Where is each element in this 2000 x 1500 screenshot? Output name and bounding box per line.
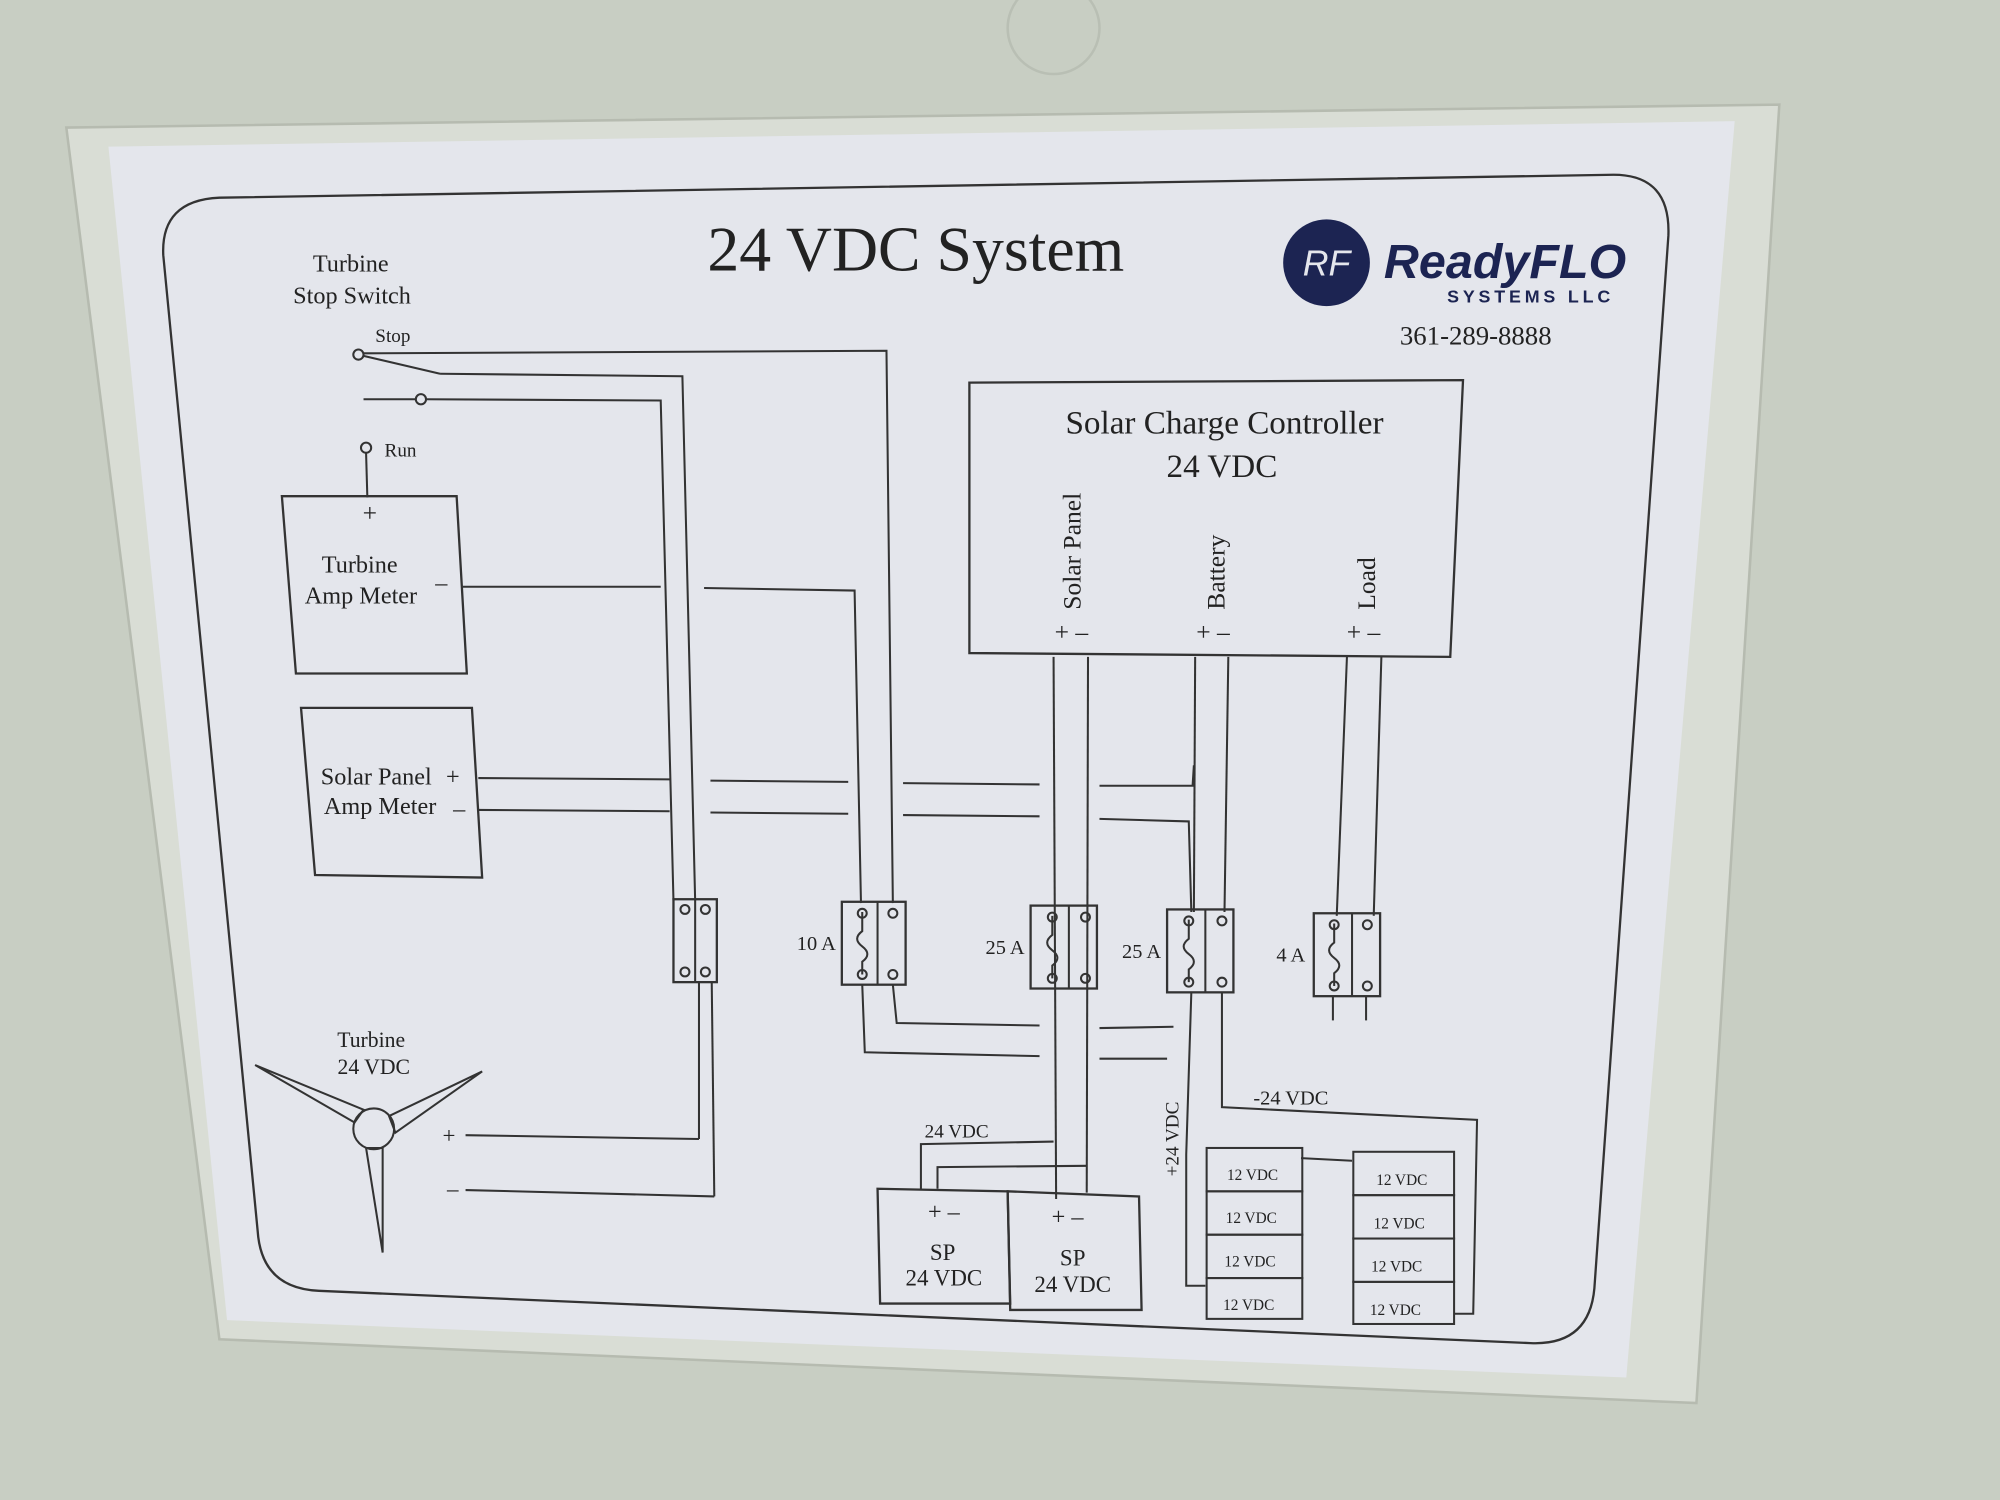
wire-turbine-minus xyxy=(465,1189,715,1198)
paper-sheet xyxy=(108,121,1735,1378)
diagram-title: 24 VDC System xyxy=(707,213,1124,284)
turbine-plus: + xyxy=(443,1123,456,1148)
sp1-name: SP xyxy=(930,1240,956,1265)
diagram-border xyxy=(162,173,1670,1345)
turbine-meter-label-1: Turbine xyxy=(322,552,398,579)
fuse-10a xyxy=(840,900,907,986)
logo-brand: ReadyFLO xyxy=(1384,235,1626,289)
turbine-meter-plus: + xyxy=(363,499,377,528)
battery-cell-label: 12 VDC xyxy=(1226,1210,1277,1227)
fuse-4a xyxy=(1312,912,1382,1021)
sp2-name: SP xyxy=(1060,1245,1086,1270)
terminal-battery-pm: + – xyxy=(1196,617,1230,646)
battery-cell-label: 12 VDC xyxy=(1223,1297,1274,1314)
wire-switch-common xyxy=(440,372,697,901)
sp-bus-label: 24 VDC xyxy=(925,1122,989,1143)
turbine-label-1: Turbine xyxy=(337,1028,405,1052)
pos-24vdc-label: +24 VDC xyxy=(1163,1102,1184,1177)
turbine-meter-minus: – xyxy=(434,570,448,597)
logo-initials: RF xyxy=(1303,244,1353,284)
battery-bank xyxy=(1205,1146,1456,1325)
battery-cell xyxy=(1352,1280,1456,1325)
solar-meter-plus: + xyxy=(446,763,460,790)
battery-cell-label: 12 VDC xyxy=(1227,1167,1278,1184)
fuse-25a-solar-label: 25 A xyxy=(986,937,1025,959)
stop-switch-label-1: Turbine xyxy=(313,251,389,278)
turbine-label-2: 24 VDC xyxy=(337,1055,409,1079)
neg-24vdc-label: -24 VDC xyxy=(1253,1088,1328,1110)
sp2-pm: + – xyxy=(1052,1203,1085,1230)
fuse-25a-battery-label: 25 A xyxy=(1122,941,1161,963)
fuse-4a-label: 4 A xyxy=(1276,945,1305,967)
solar-panel-2-box xyxy=(1006,1190,1143,1312)
stop-switch-symbol xyxy=(352,348,441,498)
logo-sub: SYSTEMS LLC xyxy=(1447,286,1614,306)
battery-cell-label: 12 VDC xyxy=(1370,1302,1421,1319)
solar-charge-controller-box xyxy=(968,378,1465,659)
readyflo-logo: RF ReadyFLO SYSTEMS LLC 361-289-8888 xyxy=(1283,219,1626,350)
terminal-solar-panel-label: Solar Panel xyxy=(1057,493,1086,610)
wire-turbine-meter-fuse xyxy=(704,586,862,904)
stop-switch-label-2: Stop Switch xyxy=(293,283,411,310)
solar-amp-meter-box xyxy=(299,706,484,879)
fuse-25a-solar xyxy=(1029,904,1099,990)
solar-meter-label-1: Solar Panel xyxy=(321,763,432,790)
wire-turbine-plus xyxy=(465,1134,699,1141)
sp1-pm: + – xyxy=(928,1198,961,1225)
turbine-fuse-block xyxy=(672,898,718,984)
solar-meter-minus: – xyxy=(452,795,466,822)
battery-cell-label: 12 VDC xyxy=(1224,1254,1275,1271)
wind-turbine-icon xyxy=(254,1064,483,1253)
wire-switch-run xyxy=(426,398,675,901)
terminal-load-label: Load xyxy=(1352,557,1381,610)
battery-cell xyxy=(1205,1277,1304,1320)
controller-title: Solar Charge Controller xyxy=(1065,405,1383,442)
terminal-solar-pm: + – xyxy=(1055,617,1089,646)
sp1-voltage: 24 VDC xyxy=(906,1266,983,1291)
cabinet-hole xyxy=(1006,0,1101,76)
phone-number: 361-289-8888 xyxy=(1400,320,1552,350)
turbine-amp-meter-box xyxy=(280,495,469,675)
solar-meter-label-2: Amp Meter xyxy=(324,793,436,820)
run-label: Run xyxy=(385,441,417,462)
terminal-load-pm: + – xyxy=(1347,617,1381,646)
wires-solar-meter xyxy=(478,765,1195,913)
turbine-minus: – xyxy=(446,1176,459,1201)
battery-cell-label: 12 VDC xyxy=(1376,1172,1427,1189)
wire-stop xyxy=(363,349,894,904)
terminal-battery-label: Battery xyxy=(1201,534,1230,609)
lower-wires xyxy=(697,982,1479,1315)
battery-cell-label: 12 VDC xyxy=(1371,1259,1422,1276)
fuse-10a-label: 10 A xyxy=(797,933,836,955)
stop-label: Stop xyxy=(375,326,410,347)
sp2-voltage: 24 VDC xyxy=(1034,1272,1111,1297)
controller-voltage: 24 VDC xyxy=(1167,448,1278,485)
fuse-25a-battery xyxy=(1165,908,1235,994)
turbine-meter-label-2: Amp Meter xyxy=(305,582,417,609)
battery-cell-label: 12 VDC xyxy=(1374,1215,1425,1232)
logo-circle-icon xyxy=(1283,219,1370,307)
controller-wires xyxy=(1052,656,1383,1199)
